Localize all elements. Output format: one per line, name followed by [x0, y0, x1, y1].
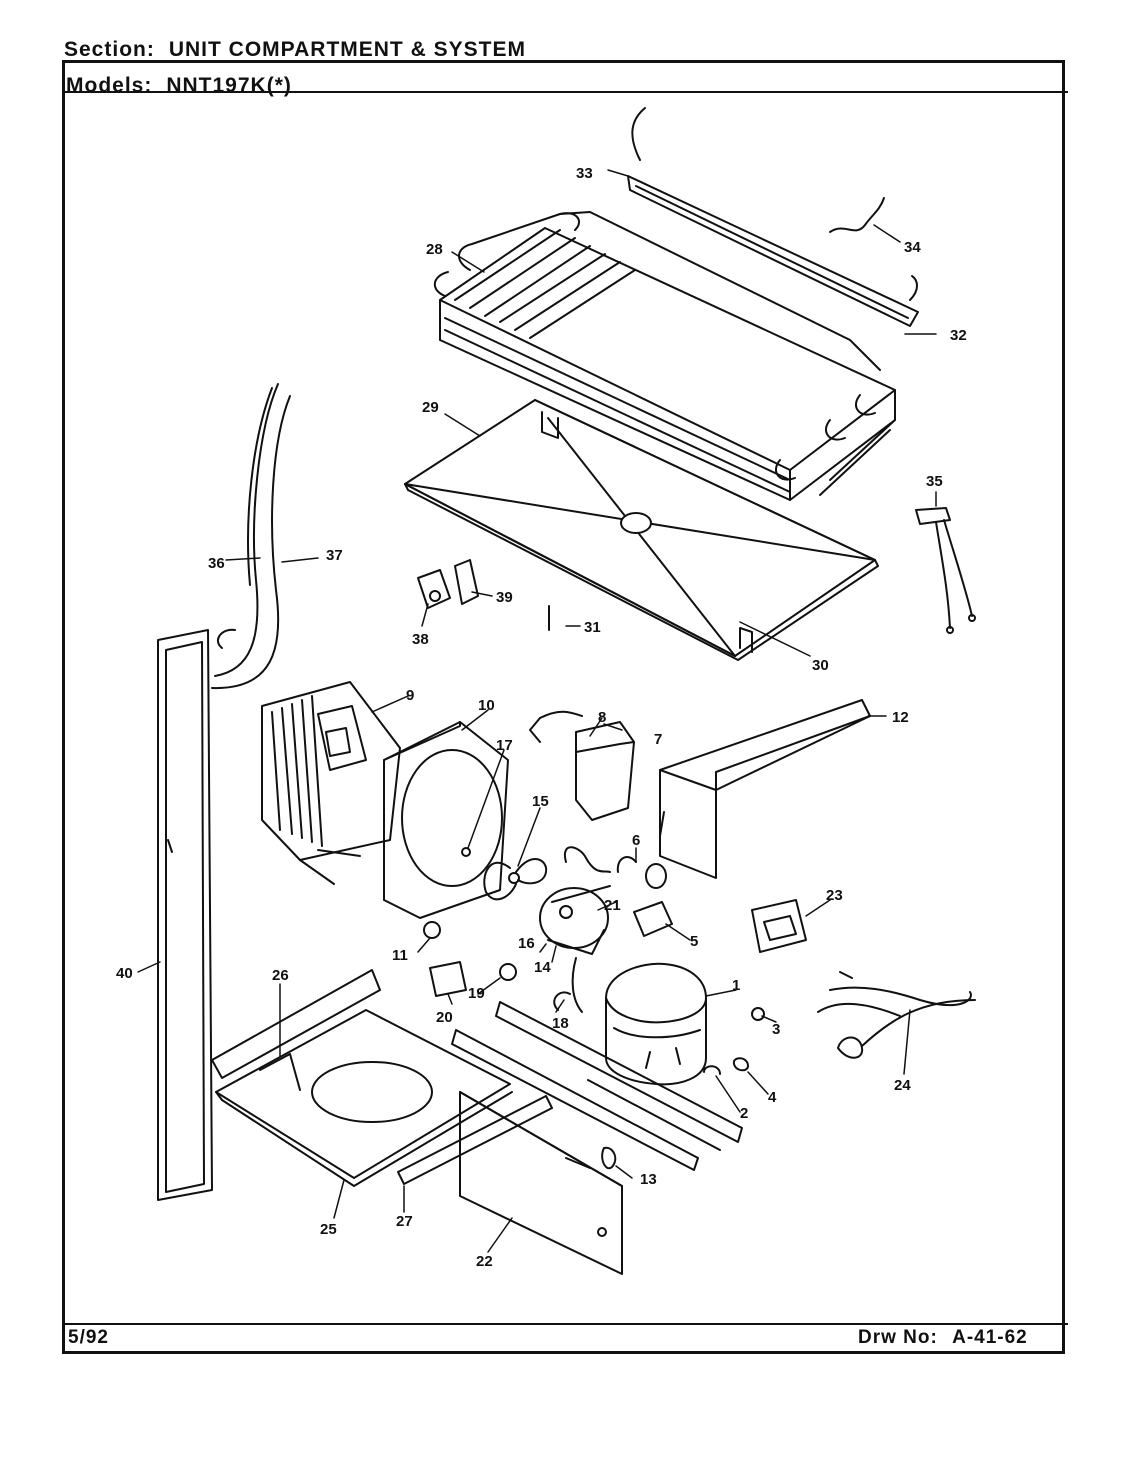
callout-3: 3 [772, 1021, 780, 1038]
access-panel-part [459, 1091, 623, 1275]
bracket-part [633, 901, 673, 937]
callout-5: 5 [690, 933, 698, 950]
callout-36: 36 [208, 555, 225, 572]
plug-part [423, 921, 441, 939]
drawing-frame [62, 60, 1068, 1354]
section-heading: Section: UNIT COMPARTMENT & SYSTEM [64, 38, 526, 62]
callout-2: 2 [740, 1105, 748, 1122]
callout-14: 14 [534, 959, 551, 976]
section-label: Section: [64, 38, 155, 61]
callout-33: 33 [576, 165, 593, 182]
wire-lead-part [616, 856, 637, 873]
cap-part [499, 963, 517, 981]
callout-12: 12 [892, 709, 909, 726]
callout-21: 21 [604, 897, 621, 914]
drawing-label: Drw No: [858, 1327, 938, 1348]
top-rail-part [627, 107, 919, 327]
models-value: NNT197K(*) [166, 74, 292, 97]
callout-15: 15 [532, 793, 549, 810]
footer-date: 5/92 [68, 1327, 109, 1348]
callout-11: 11 [392, 947, 408, 964]
callout-22: 22 [476, 1253, 493, 1270]
relay-part [529, 710, 635, 821]
callout-7: 7 [654, 731, 662, 748]
stud-part [703, 1065, 721, 1075]
fan-blade-part [483, 858, 548, 901]
callout-labels: 1 2 3 4 5 6 7 8 9 10 11 12 13 14 15 16 1… [116, 165, 967, 1270]
callout-1: 1 [732, 977, 740, 994]
compressor-part [605, 962, 707, 1086]
section-value: UNIT COMPARTMENT & SYSTEM [168, 38, 526, 61]
condenser-coil-part [433, 211, 896, 501]
tray-rail-part [397, 1095, 553, 1185]
callout-37: 37 [326, 547, 343, 564]
footer-divider [65, 1323, 1068, 1325]
callout-8: 8 [598, 709, 606, 726]
motor-wire-part [563, 846, 611, 873]
grommet-ring-part [645, 863, 667, 889]
callout-16: 16 [518, 935, 535, 952]
drain-pan-part [404, 399, 879, 661]
tubing-part [211, 383, 291, 690]
callout-28: 28 [426, 241, 443, 258]
cord-clip-part [601, 1146, 617, 1170]
callout-4: 4 [768, 1089, 777, 1106]
drawing-number: A-41-62 [952, 1327, 1028, 1348]
power-cord-part [817, 971, 976, 1059]
callout-31: 31 [584, 619, 601, 636]
fan-motor-part [539, 885, 611, 1013]
callout-26: 26 [272, 967, 289, 984]
models-label: Models: [66, 74, 153, 97]
callout-35: 35 [926, 473, 943, 490]
overload-box-part [751, 899, 807, 953]
callout-18: 18 [552, 1015, 569, 1032]
callout-30: 30 [812, 657, 829, 674]
callout-38: 38 [412, 631, 429, 648]
footer-drawing-number: Drw No: A-41-62 [858, 1327, 1028, 1349]
fan-shroud-part [383, 721, 509, 919]
switch-part [429, 961, 467, 997]
side-panel-part [659, 699, 871, 879]
callout-13: 13 [640, 1171, 657, 1188]
callout-23: 23 [826, 887, 843, 904]
grommet-part [751, 1007, 765, 1021]
grommet-part [417, 569, 451, 609]
callout-19: 19 [468, 985, 485, 1002]
models-heading: Models: NNT197K(*) [66, 74, 292, 98]
callout-17: 17 [496, 737, 513, 754]
callout-27: 27 [396, 1213, 413, 1230]
wire-clip-part [829, 197, 885, 233]
base-rail-part [451, 1001, 743, 1171]
drain-tray-part [211, 969, 513, 1187]
callout-40: 40 [116, 965, 133, 982]
callout-34: 34 [904, 239, 921, 256]
models-divider [65, 91, 1068, 93]
callout-24: 24 [894, 1077, 911, 1094]
mount-part [732, 1057, 749, 1072]
callout-39: 39 [496, 589, 513, 606]
clip-part [454, 559, 479, 605]
callout-10: 10 [478, 697, 495, 714]
callout-6: 6 [632, 832, 640, 849]
callout-32: 32 [950, 327, 967, 344]
sensor-part [915, 507, 976, 634]
callout-20: 20 [436, 1009, 453, 1026]
wire-part [553, 991, 571, 1011]
callout-25: 25 [320, 1221, 337, 1238]
gasket-panel-part [157, 629, 213, 1201]
callout-9: 9 [406, 687, 414, 704]
shroud-coil-part [261, 681, 401, 885]
callout-29: 29 [422, 399, 439, 416]
